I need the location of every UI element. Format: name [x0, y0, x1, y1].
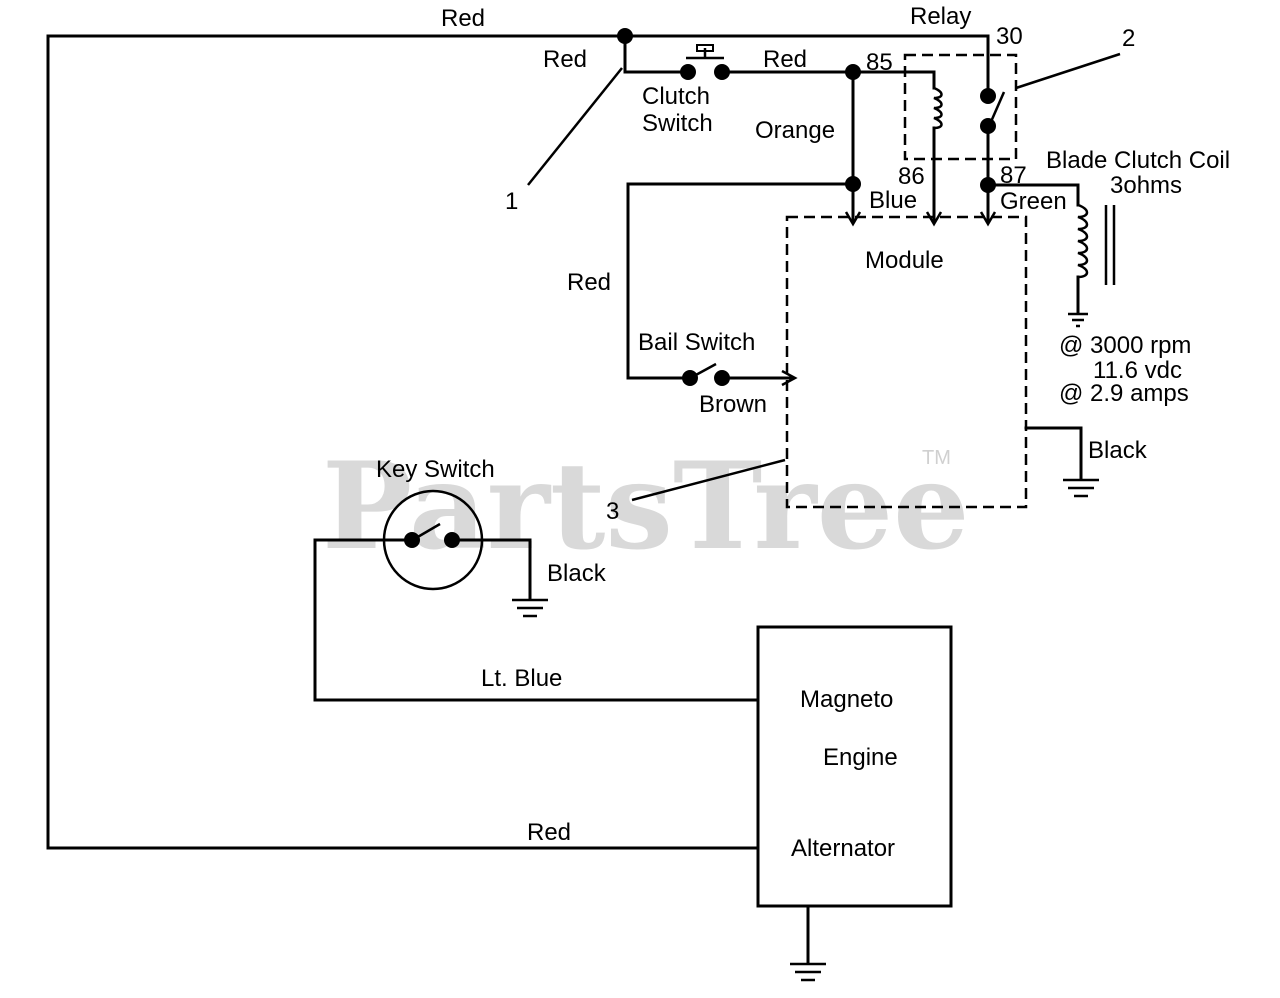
label-red-bottom: Red: [527, 819, 571, 846]
label-blade-clutch-line2: 3ohms: [1110, 172, 1182, 199]
label-red-85: Red: [763, 46, 807, 73]
label-magneto: Magneto: [800, 686, 893, 713]
label-callout-1: 1: [505, 188, 518, 215]
module-box: [785, 215, 1028, 509]
label-relay: Relay: [910, 3, 971, 30]
label-lt-blue: Lt. Blue: [481, 665, 562, 692]
label-pin85: 85: [866, 49, 893, 76]
label-blade-clutch-line1: Blade Clutch Coil: [1046, 147, 1230, 174]
wire-red-to-clutch-switch: [623, 34, 690, 74]
label-pin30: 30: [996, 23, 1023, 50]
label-spec-rpm: @ 3000 rpm: [1059, 332, 1191, 359]
watermark-tm: TM: [922, 447, 951, 469]
label-module: Module: [865, 247, 944, 274]
label-red-top: Red: [441, 5, 485, 32]
relay-box: [903, 53, 1018, 161]
label-callout-2: 2: [1122, 25, 1135, 52]
label-engine: Engine: [823, 744, 898, 771]
ground-icon: [1068, 312, 1088, 328]
blade-clutch-coil-icon: [1077, 203, 1089, 279]
label-clutch-switch-line2: Switch: [642, 110, 713, 137]
bail-switch: [682, 362, 730, 386]
label-orange: Orange: [755, 117, 835, 144]
wire-lt-blue: [313, 538, 760, 702]
label-pin86: 86: [898, 163, 925, 190]
label-key-switch: Key Switch: [376, 456, 495, 483]
label-blue: Blue: [869, 187, 917, 214]
engine-box: [756, 625, 953, 908]
label-callout-3: 3: [606, 498, 619, 525]
wire-to-blade-clutch: [986, 183, 1080, 207]
label-red-loop: Red: [567, 269, 611, 296]
ground-icon: [1063, 478, 1099, 498]
clutch-switch: [680, 44, 730, 80]
callout-2-leader: [1015, 52, 1121, 90]
relay-contacts: [980, 88, 1006, 134]
label-red-left: Red: [543, 46, 587, 73]
key-switch-lever: [415, 522, 441, 540]
callout-1-leader: [527, 67, 623, 186]
ground-icon: [790, 962, 826, 982]
relay-coil-icon: [933, 86, 943, 130]
wire-red-to-bail-switch: [626, 182, 855, 380]
label-spec-amps: @ 2.9 amps: [1059, 380, 1189, 407]
wire-red-main: [46, 34, 990, 850]
label-clutch-switch-line1: Clutch: [642, 83, 710, 110]
label-black-key: Black: [547, 560, 607, 587]
label-alternator: Alternator: [791, 835, 895, 862]
label-green: Green: [1000, 188, 1067, 215]
wire-black-module: [1024, 426, 1083, 480]
label-brown: Brown: [699, 391, 767, 418]
label-black-module: Black: [1088, 437, 1148, 464]
wire-black-key: [450, 538, 532, 600]
junction-dot: [617, 28, 633, 44]
label-pin87: 87: [1000, 162, 1027, 189]
ground-icon: [512, 598, 548, 618]
label-bail-switch: Bail Switch: [638, 329, 755, 356]
callout-3-leader: [631, 458, 786, 502]
label-spec-vdc: 11.6 vdc: [1093, 357, 1182, 384]
watermark: PartsTree: [322, 436, 969, 577]
wire-relay-coil-in: [851, 70, 936, 90]
